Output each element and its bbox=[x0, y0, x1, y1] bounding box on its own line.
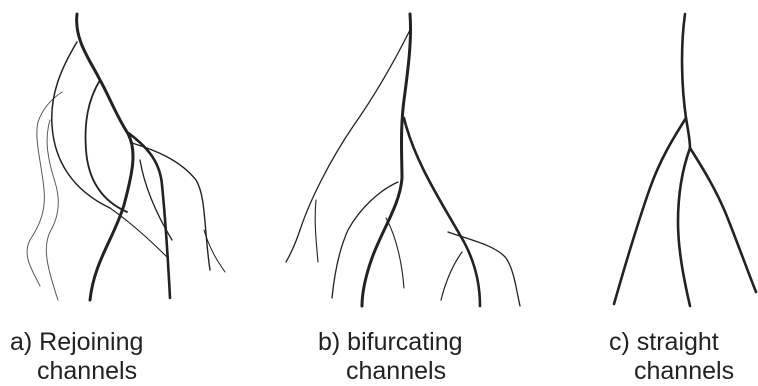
channel-a-main bbox=[77, 14, 133, 300]
channel-b-far-left-sub bbox=[315, 200, 318, 262]
channel-b-right-thick bbox=[404, 118, 480, 306]
channel-c-left bbox=[614, 118, 686, 304]
channel-b-main bbox=[362, 14, 411, 306]
channel-c-center bbox=[678, 148, 690, 306]
channel-b-right-thin bbox=[448, 232, 520, 306]
channel-c-right bbox=[690, 148, 756, 292]
channel-a-loop-left bbox=[86, 80, 127, 212]
channel-a-loop-right bbox=[132, 143, 210, 270]
channel-a-connector bbox=[140, 160, 172, 240]
panel-a-rejoining-channels-drawing bbox=[27, 14, 225, 300]
caption-c-line1: c) straight bbox=[609, 328, 734, 357]
channel-a-loop-outer bbox=[52, 42, 110, 208]
channel-c-main bbox=[682, 14, 690, 148]
caption-straight: c) straight channels bbox=[609, 328, 734, 386]
caption-a-line1: a) Rejoining bbox=[10, 328, 143, 357]
caption-bifurcating: b) bifurcating channels bbox=[318, 328, 463, 386]
caption-rejoining: a) Rejoining channels bbox=[10, 328, 143, 386]
caption-b-line1: b) bifurcating bbox=[318, 328, 463, 357]
panel-b-bifurcating-channels-drawing bbox=[286, 14, 520, 306]
channel-a-faint-inner bbox=[46, 120, 58, 300]
channel-b-inner-short bbox=[386, 218, 404, 288]
channel-b-far-left bbox=[286, 30, 410, 262]
channel-b-right-short bbox=[441, 252, 462, 300]
panel-c-straight-channels-drawing bbox=[614, 14, 756, 306]
